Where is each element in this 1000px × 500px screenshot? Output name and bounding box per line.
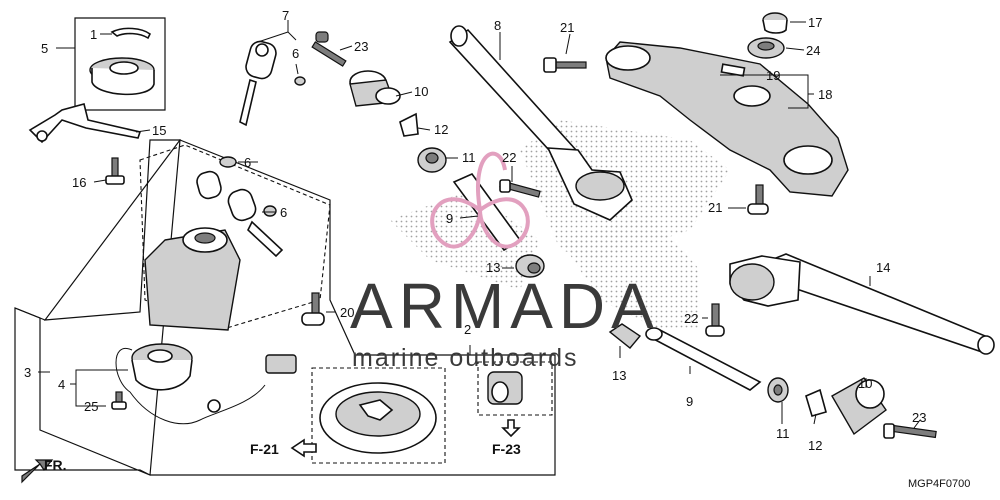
part-bolt-23-top	[311, 31, 347, 67]
part-key-7	[239, 40, 277, 127]
diagram-code: MGP4F0700	[908, 478, 970, 490]
part-caps-17-24	[747, 12, 788, 59]
callout: 12	[434, 122, 448, 137]
watermark-logo	[430, 151, 530, 249]
callout: 23	[912, 410, 926, 425]
callout: 18	[818, 87, 832, 102]
callout: 10	[414, 84, 428, 99]
part-bracket-15	[28, 103, 142, 144]
part-pipe-9-top	[452, 173, 545, 278]
front-label: FR.	[44, 457, 67, 473]
part-bolt-21-right	[747, 184, 769, 215]
part-ignition-cover	[89, 27, 155, 96]
part-weight-10-top	[349, 70, 401, 107]
callout: 5	[41, 41, 48, 56]
callout: 9	[446, 211, 453, 226]
part-screw-20	[301, 292, 325, 326]
callout: 15	[152, 123, 166, 138]
ref-f23: F-23	[492, 441, 521, 457]
callout: 17	[808, 15, 822, 30]
part-handlebar-8	[448, 25, 633, 221]
callout: 19	[766, 68, 780, 83]
callout: 21	[560, 20, 574, 35]
watermark-title: ARMADA	[350, 270, 660, 342]
part-screw-25	[111, 391, 127, 410]
part-rubber-11-top	[417, 147, 447, 173]
part-screw-16	[105, 157, 125, 185]
ref-arrows	[21, 419, 521, 484]
group-frames	[14, 17, 556, 476]
callout: 25	[84, 399, 98, 414]
part-clip-12-top	[399, 112, 419, 137]
watermark-subtitle: marine outboards	[352, 344, 579, 372]
callout: 6	[244, 155, 251, 170]
part-sensor-wire-4	[115, 343, 297, 425]
callout: 8	[494, 18, 501, 33]
callout: 14	[876, 260, 890, 275]
callout: 12	[808, 438, 822, 453]
part-top-bridge-18	[605, 41, 849, 197]
part-pipe-9-bottom	[608, 323, 937, 439]
callout: 1	[90, 27, 97, 42]
ref-f21: F-21	[250, 441, 279, 457]
callout: 7	[282, 8, 289, 23]
callout: 10	[858, 376, 872, 391]
leader-lines	[38, 20, 921, 429]
callout: 4	[58, 377, 65, 392]
callout: 11	[462, 150, 476, 165]
part-bolt-22-right	[705, 303, 725, 337]
callout-numbers: 1 5 7 6 23 8 21 17 24 19 18 15 10 12 11 …	[24, 8, 926, 453]
callout: 9	[686, 394, 693, 409]
callout: 11	[776, 426, 790, 441]
callout: 16	[72, 175, 86, 190]
part-handlebar-14	[729, 253, 995, 355]
callout: 6	[280, 205, 287, 220]
part-grommets-6	[219, 76, 306, 217]
part-bolt-21-top	[543, 57, 587, 73]
part-ignition-switch	[144, 170, 284, 331]
callout: 3	[24, 365, 31, 380]
callout: 13	[486, 260, 500, 275]
callout: 22	[502, 150, 516, 165]
part-lock-cap-2	[319, 371, 523, 454]
callout: 13	[612, 368, 626, 383]
callout: 22	[684, 311, 698, 326]
callout: 24	[806, 43, 820, 58]
callout: 20	[340, 305, 354, 320]
callout: 23	[354, 39, 368, 54]
callout: 6	[292, 46, 299, 61]
callout: 2	[464, 322, 471, 337]
callout: 21	[708, 200, 722, 215]
